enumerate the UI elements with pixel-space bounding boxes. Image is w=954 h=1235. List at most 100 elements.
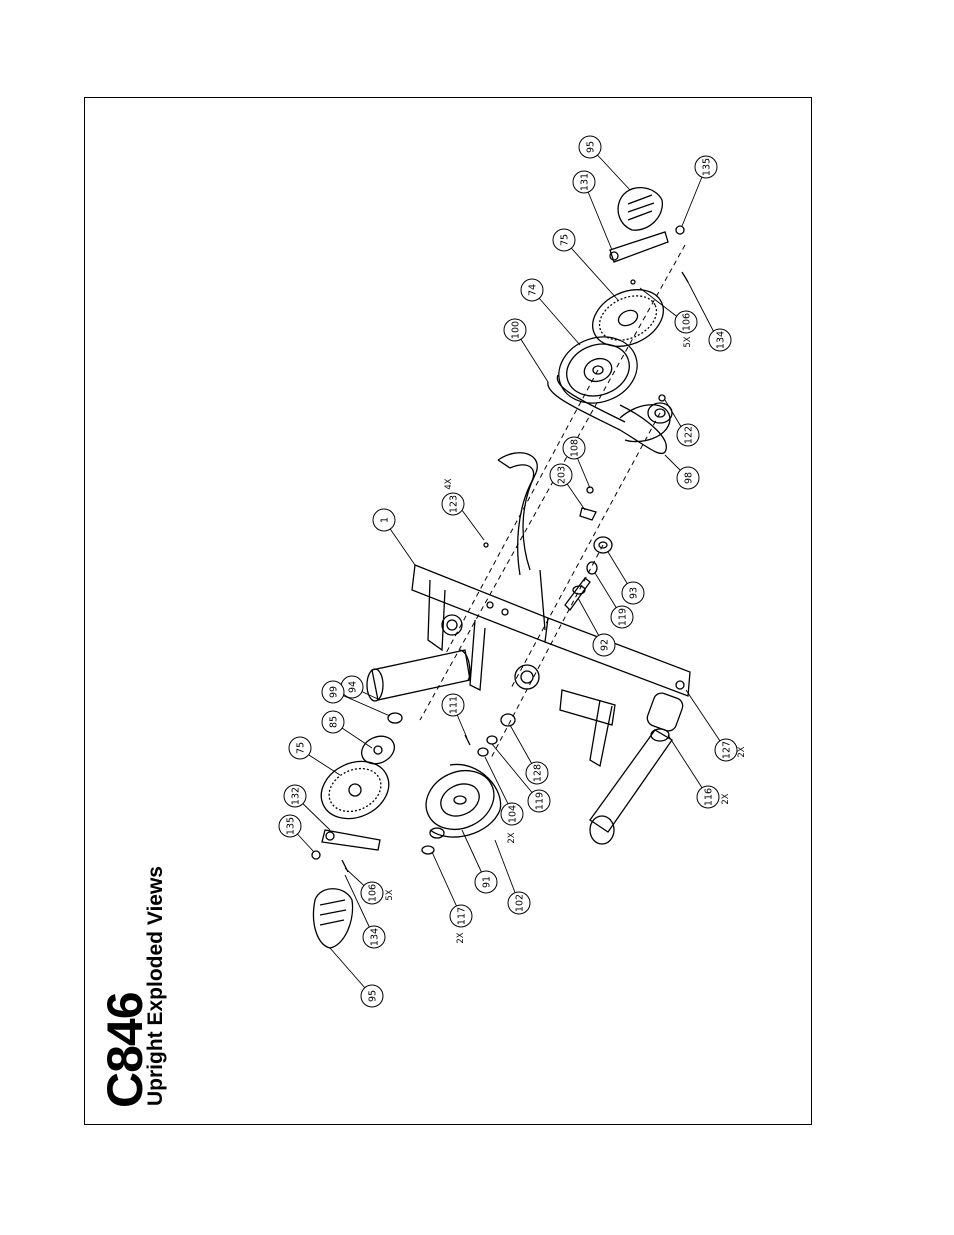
callout-122: 122 (676, 423, 700, 447)
callout-123: 123 4X (441, 478, 465, 516)
front-stabilizer (589, 692, 684, 845)
callout-qty: 2X (456, 932, 466, 943)
column-tube (366, 649, 471, 702)
callout-label: 91 (482, 876, 493, 888)
callout-label: 123 (449, 495, 460, 513)
callout-qty: 5X (683, 336, 693, 347)
callout-label: 92 (600, 639, 611, 651)
callout-100: 100 (503, 318, 527, 342)
washer-117-a (429, 827, 445, 839)
callout-label: 203 (557, 466, 568, 484)
pedal-left (312, 888, 354, 949)
callout-label: 1 (380, 517, 391, 523)
callout-label: 135 (702, 158, 713, 176)
callout-qty: 5X (385, 889, 395, 900)
callout-label: 106 (368, 884, 379, 902)
callout-134-left: 134 (362, 925, 386, 949)
curved-upright (497, 452, 538, 576)
axle-parts (564, 536, 613, 612)
bolt-135-right (675, 225, 685, 235)
callout-label: 94 (348, 681, 359, 693)
washer-117-b (421, 845, 435, 855)
callout-93: 93 (621, 581, 645, 605)
hub-85 (360, 735, 396, 765)
callout-94: 94 (340, 675, 364, 699)
callout-label: 131 (580, 173, 591, 191)
bolt-127 (675, 680, 685, 690)
callout-label: 117 (457, 907, 468, 925)
callout-106-left: 106 5X (360, 881, 395, 905)
callout-104: 104 2X (500, 802, 524, 844)
callout-119-left: 119 (527, 789, 551, 813)
callout-117: 117 2X (449, 904, 473, 944)
callout-127: 127 2X (714, 738, 747, 762)
callout-102: 102 (507, 891, 531, 915)
callout-label: 119 (618, 608, 629, 626)
callout-131: 131 (572, 170, 596, 194)
callout-label: 134 (370, 928, 381, 946)
drawing-frame (84, 97, 812, 1125)
callout-label: 75 (296, 742, 307, 754)
nut-122 (658, 394, 666, 402)
callout-119: 119 (610, 605, 634, 629)
idler-pulley-98 (619, 402, 673, 443)
callout-135: 135 (694, 155, 718, 179)
callout-label: 104 (508, 805, 519, 823)
callout-108: 108 (562, 436, 586, 460)
callout-75: 75 (552, 228, 576, 252)
callout-1: 1 (372, 508, 396, 532)
callout-75-left: 75 (288, 736, 312, 760)
callout-label: 102 (515, 894, 526, 912)
pedal-right (617, 186, 663, 231)
callout-label: 99 (329, 686, 340, 698)
washer-104 (477, 747, 489, 757)
washer-99 (387, 712, 403, 724)
callout-label: 134 (716, 331, 727, 349)
callout-95: 95 (578, 135, 602, 159)
callout-label: 93 (629, 587, 640, 599)
callout-98: 98 (676, 466, 700, 490)
clip-203 (579, 507, 597, 521)
callout-label: 135 (286, 817, 297, 835)
clip-119-left (486, 735, 498, 745)
callout-99: 99 (321, 680, 345, 704)
callout-label: 122 (684, 426, 695, 444)
drive-pulley-74 (558, 336, 638, 404)
callout-label: 127 (722, 741, 733, 759)
callout-132: 132 (283, 784, 307, 808)
callout-qty: 4X (444, 478, 454, 489)
callout-qty: 2X (737, 746, 747, 757)
callout-label: 128 (533, 764, 544, 782)
callout-128: 128 (525, 761, 549, 785)
flywheel-disc-75-left (320, 760, 390, 820)
callout-label: 119 (535, 792, 546, 810)
callout-label: 98 (684, 472, 695, 484)
callout-qty: 2X (507, 832, 517, 843)
callout-label: 75 (560, 234, 571, 246)
callout-label: 95 (586, 141, 597, 153)
belt-102 (429, 763, 502, 838)
callout-label: 74 (528, 284, 539, 296)
callout-135-left: 135 (278, 814, 302, 838)
main-frame (411, 564, 691, 768)
callout-label: 100 (511, 321, 522, 339)
bolt-111 (464, 734, 471, 746)
callout-label: 106 (682, 313, 693, 331)
callout-111: 111 (441, 693, 465, 717)
callout-label: 85 (329, 716, 340, 728)
callout-label: 132 (291, 787, 302, 805)
callout-134: 134 (708, 328, 732, 352)
callouts: 95 131 135 75 74 106 5X 134 100 (278, 135, 747, 1008)
callout-91: 91 (474, 870, 498, 894)
pulley-91 (425, 769, 495, 831)
callout-74: 74 (520, 278, 544, 302)
callout-203: 203 (549, 463, 573, 487)
crank-arm-left (321, 829, 381, 851)
callout-label: 111 (449, 696, 460, 714)
callout-qty: 2X (721, 793, 731, 804)
callout-label: 116 (704, 788, 715, 806)
flywheel-disc-75-right (592, 289, 664, 347)
ring-128 (500, 713, 516, 727)
callout-92: 92 (592, 633, 616, 657)
